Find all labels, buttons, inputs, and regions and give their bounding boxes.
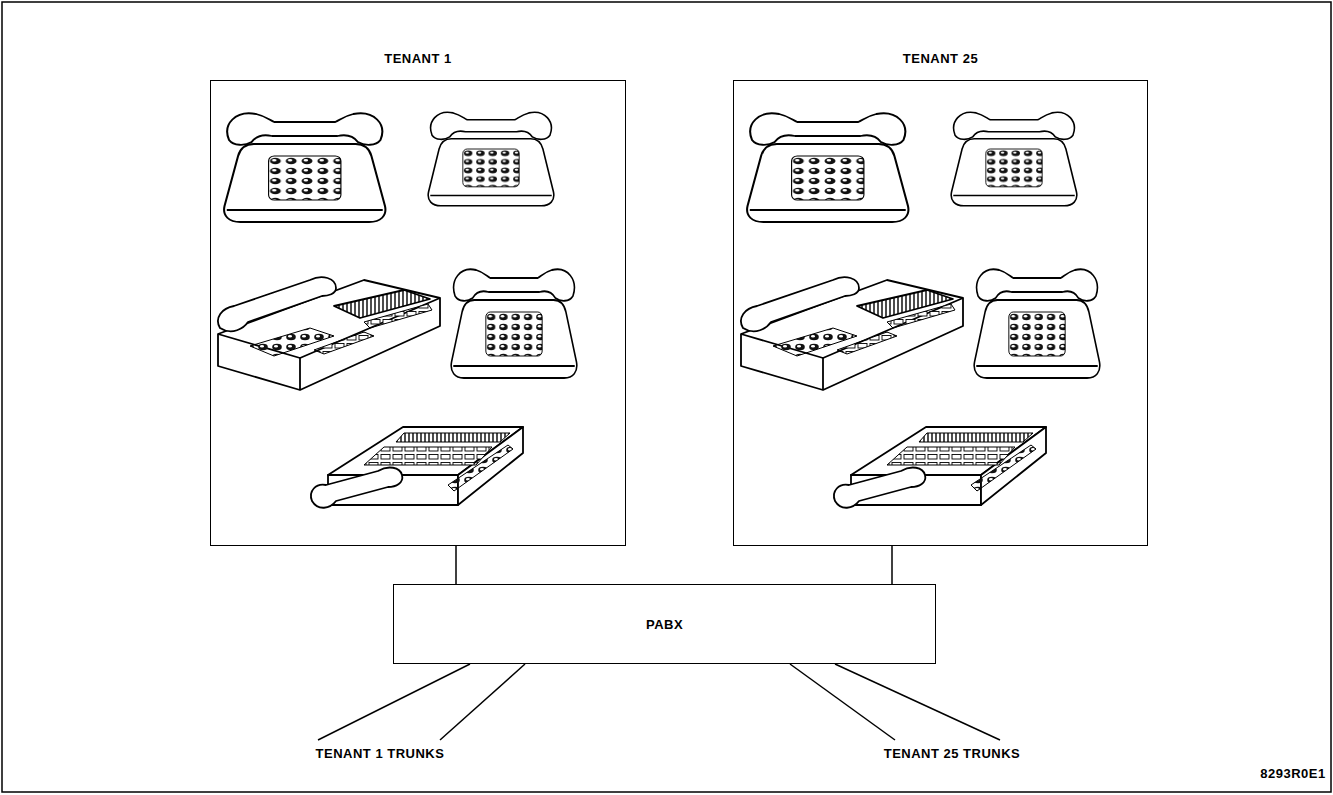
trunk-label: TENANT 1 TRUNKS [314,746,447,761]
executive-telephone-icon [218,277,440,390]
trunk-line [835,664,1000,740]
node-label: PABX [394,617,935,632]
telephone-icon [428,112,554,205]
telephone-icon [747,113,908,222]
connector-line [891,546,893,584]
trunk-lines [318,664,1000,740]
tenant-box: TENANT 1 [210,80,626,546]
telephone-icon [224,113,385,222]
telephone-icon [451,269,577,378]
executive-telephone-icon [741,277,963,390]
trunk-line [790,664,895,740]
telephone-icon [974,269,1100,378]
figure-number: 8293R0E1 [1258,766,1327,781]
tenant-box: TENANT 25 [733,80,1148,546]
pabx-box: PABX [393,584,936,664]
attendant-console-icon [834,427,1046,508]
telephone-icon [951,112,1077,205]
connector-line [455,546,457,584]
tenant-1-phones [218,112,577,507]
trunk-line [440,664,525,740]
attendant-console-icon [311,427,523,508]
tenant-heading: TENANT 25 [734,51,1147,66]
trunk-line [318,664,470,740]
tenant-25-phones [741,112,1100,507]
trunk-label: TENANT 25 TRUNKS [882,746,1023,761]
tenant-heading: TENANT 1 [211,51,625,66]
